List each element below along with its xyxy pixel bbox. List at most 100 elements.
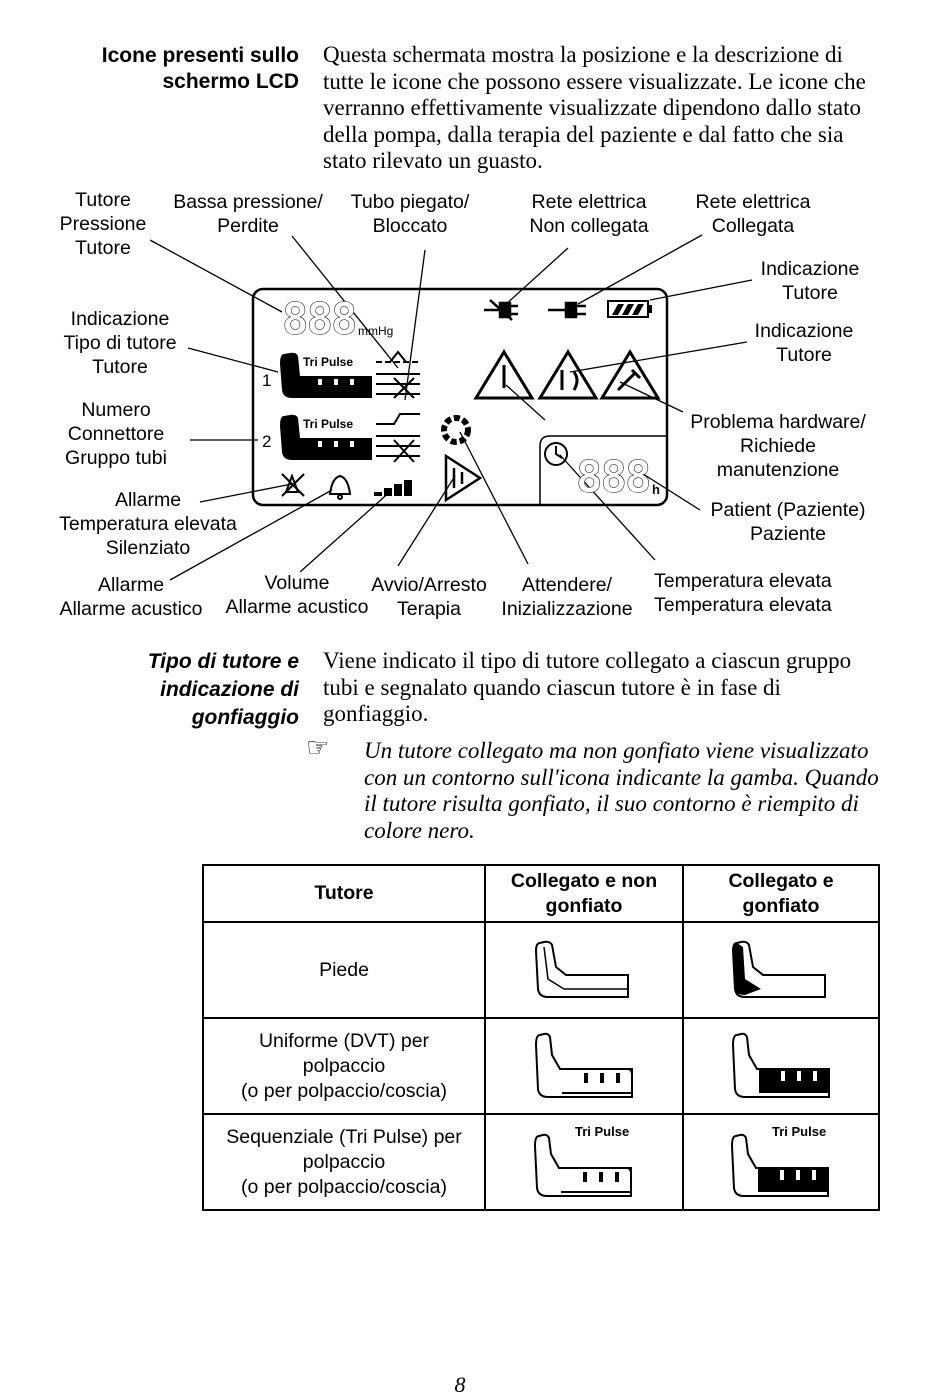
- label-line: Perdite: [217, 215, 279, 237]
- label-line: Allarme: [114, 489, 182, 511]
- intro-paragraph: Questa schermata mostra la posizione e l…: [323, 42, 866, 173]
- label-line: Tutore: [75, 189, 131, 211]
- lcd-garment-type-1: Tri Pulse: [303, 355, 353, 369]
- heading-line: Icone presenti sullo: [101, 44, 299, 67]
- high-temperature-icon: [473, 349, 535, 400]
- label-line: Collegata: [711, 215, 795, 237]
- tripulse-garment-filled-icon: Tri Pulse: [730, 1124, 829, 1197]
- heading-line: indicazione di: [160, 678, 299, 701]
- label-allarme-temperatura: Allarme Temperatura elevata Silenziato: [48, 488, 248, 560]
- row-label-line: Sequenziale (Tri Pulse) per: [226, 1125, 462, 1148]
- header-not-inflated: Collegato e non gonfiato: [484, 864, 684, 923]
- label-line: Pressione: [59, 213, 147, 235]
- label-line: Patient (Paziente): [710, 499, 866, 521]
- calf-filled-cell: [682, 1017, 880, 1115]
- row-label-line: (o per polpaccio/coscia): [241, 1079, 447, 1102]
- connector-number-1: 1: [262, 371, 271, 390]
- label-bassa-pressione: Bassa pressione/ Perdite: [162, 190, 334, 238]
- label-line: manutenzione: [716, 459, 840, 481]
- header-inflated: Collegato e gonfiato: [682, 864, 880, 923]
- label-line: Numero: [81, 399, 151, 421]
- battery-icon: [607, 300, 652, 318]
- label-line: Indicazione: [760, 258, 860, 280]
- label-line: Allarme acustico: [225, 596, 369, 618]
- label-line: Inizializzazione: [501, 598, 633, 620]
- heading-line: gonfiaggio: [191, 706, 299, 729]
- label-tutore-pressione: Tutore Pressione Tutore: [44, 188, 162, 260]
- label-rete-collegata: Rete elettrica Collegata: [680, 190, 826, 238]
- hardware-problem-icon: [599, 349, 661, 400]
- garment-table: Tutore Collegato e non gonfiato Collegat…: [202, 864, 880, 1211]
- label-line: Bloccato: [372, 215, 448, 237]
- label-rete-non-collegata: Rete elettrica Non collegata: [515, 190, 663, 238]
- label-line: Paziente: [750, 523, 826, 545]
- label-line: Tutore: [75, 237, 131, 259]
- alarm-bell-icon: [328, 474, 352, 500]
- mains-connected-icon: [548, 301, 586, 319]
- wait-icon: [441, 415, 471, 445]
- table-row: Piede: [202, 921, 880, 1019]
- label-temperatura-elevata: Temperatura elevata Temperatura elevata: [654, 569, 864, 617]
- lcd-time-digits: 888: [576, 452, 649, 503]
- section-heading-lcd-icons: Icone presenti sullo schermo LCD: [40, 43, 299, 95]
- label-line: Volume: [264, 572, 330, 594]
- row-label-line: (o per polpaccio/coscia): [241, 1175, 447, 1198]
- low-pressure-icon: [376, 350, 420, 399]
- label-line: Temperatura elevata: [59, 513, 237, 535]
- label-line: Problema hardware/: [690, 411, 866, 433]
- garment-warning-icon: [537, 349, 599, 400]
- label-line: Tutore: [776, 344, 832, 366]
- label-line: Bassa pressione/: [173, 191, 323, 213]
- label-line: Gruppo tubi: [65, 447, 167, 469]
- heading-line: Tipo di tutore e: [147, 650, 299, 673]
- calf-garment-outline-icon: [534, 1032, 633, 1098]
- tripulse-garment-outline-icon: Tri Pulse: [533, 1124, 632, 1197]
- table-row: Sequenziale (Tri Pulse) per polpaccio (o…: [202, 1113, 880, 1211]
- label-indicazione-tutore-2: Indicazione Tutore: [736, 319, 872, 367]
- start-stop-icon: [444, 453, 483, 503]
- lcd-pressure-digits: 888: [282, 294, 355, 345]
- row-label-piede: Piede: [202, 921, 486, 1019]
- label-line: Allarme: [97, 574, 165, 596]
- lcd-pressure-unit: mmHg: [358, 324, 393, 338]
- lcd-diagram: 1 2 888 mmHg Tri Pulse Tri Pulse: [149, 234, 753, 581]
- row-label-line: Uniforme (DVT) per: [258, 1029, 430, 1052]
- alarm-silenced-icon: [281, 473, 305, 497]
- label-indicazione-tutore-1: Indicazione Tutore: [742, 257, 878, 305]
- label-line: Allarme acustico: [59, 598, 203, 620]
- tripulse-tag-filled: Tri Pulse: [772, 1124, 826, 1139]
- label-line: Silenziato: [105, 537, 191, 559]
- lcd-garment-icon-1: Tri Pulse: [280, 352, 372, 398]
- label-problema-hardware: Problema hardware/ Richiede manutenzione: [675, 410, 881, 482]
- foot-outline-cell: [484, 921, 684, 1019]
- label-line: Connettore: [67, 423, 165, 445]
- foot-garment-outline-icon: [534, 940, 629, 998]
- label-allarme-acustico: Allarme Allarme acustico: [48, 573, 214, 621]
- table-header-row: Tutore Collegato e non gonfiato Collegat…: [202, 864, 880, 923]
- label-line: Attendere/: [522, 574, 612, 596]
- tripulse-tag-outline: Tri Pulse: [575, 1124, 629, 1139]
- label-line: Temperatura elevata: [654, 570, 832, 592]
- section-heading-garment-type: Tipo di tutore e indicazione di gonfiagg…: [40, 648, 299, 732]
- label-line: Tutore: [92, 356, 148, 378]
- heading-line: schermo LCD: [162, 70, 299, 93]
- foot-filled-cell: [682, 921, 880, 1019]
- label-line: Indicazione: [754, 320, 854, 342]
- pointing-hand-icon: ☞: [306, 733, 330, 763]
- connector-number-2: 2: [262, 432, 271, 451]
- label-line: Tutore: [782, 282, 838, 304]
- label-line: Terapia: [397, 598, 461, 620]
- label-line: Richiede: [740, 435, 816, 457]
- note-paragraph: Un tutore collegato ma non gonfiato vien…: [364, 738, 879, 843]
- mains-disconnected-icon: [484, 299, 518, 321]
- table-row: Uniforme (DVT) per polpaccio (o per polp…: [202, 1017, 880, 1115]
- label-numero-connettore: Numero Connettore Gruppo tubi: [48, 398, 184, 470]
- label-line: Indicazione: [70, 308, 170, 330]
- header-tutore: Tutore: [202, 864, 486, 923]
- label-attendere: Attendere/ Inizializzazione: [492, 573, 642, 621]
- label-avvio-arresto: Avvio/Arresto Terapia: [360, 573, 498, 621]
- foot-garment-filled-icon: [731, 940, 826, 998]
- clock-icon: [544, 442, 568, 466]
- page-number: 8: [454, 1372, 466, 1397]
- garment-type-paragraph: Viene indicato il tipo di tutore collega…: [323, 648, 852, 726]
